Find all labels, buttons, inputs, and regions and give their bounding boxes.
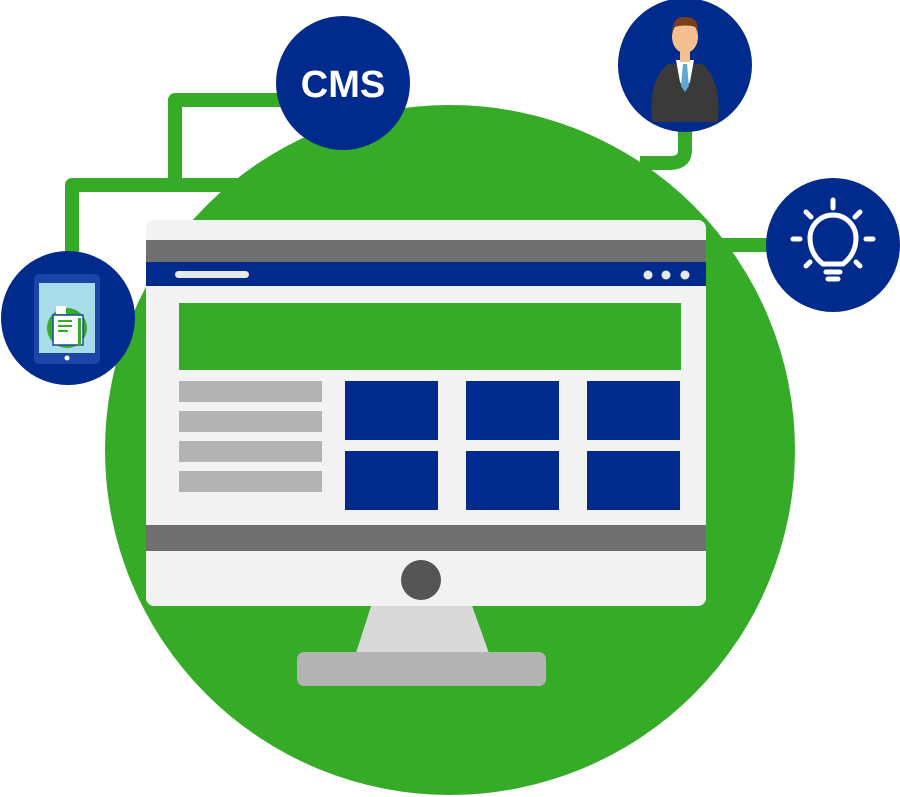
window-dot	[661, 270, 671, 280]
monitor-bezel-bar	[146, 525, 706, 551]
connector-lines	[65, 93, 775, 260]
connector-user	[640, 125, 692, 170]
window-dot	[643, 270, 653, 280]
content-tile	[466, 381, 559, 440]
connector-cms	[168, 93, 290, 185]
window-dot	[680, 270, 690, 280]
content-tile	[587, 451, 680, 510]
content-tile	[345, 381, 438, 440]
page-banner	[179, 303, 681, 370]
browser-top-bar	[146, 240, 706, 262]
cms-node: CMS	[276, 16, 410, 150]
connector-tablet	[65, 178, 250, 260]
content-tile	[466, 451, 559, 510]
monitor-base	[297, 652, 546, 686]
tablet-document-icon	[1, 251, 135, 385]
cms-label: CMS	[301, 64, 385, 106]
sidebar-row	[179, 441, 322, 462]
sidebar-row	[179, 411, 322, 432]
sidebar-row	[179, 471, 322, 492]
content-tile	[587, 381, 680, 440]
content-tile	[345, 451, 438, 510]
monitor-stand	[355, 600, 490, 656]
businessman-icon	[618, 0, 752, 132]
monitor	[146, 220, 706, 686]
sidebar-row	[179, 381, 322, 402]
address-bar	[175, 271, 249, 278]
monitor-button	[401, 560, 441, 600]
lightbulb-icon	[766, 178, 900, 312]
